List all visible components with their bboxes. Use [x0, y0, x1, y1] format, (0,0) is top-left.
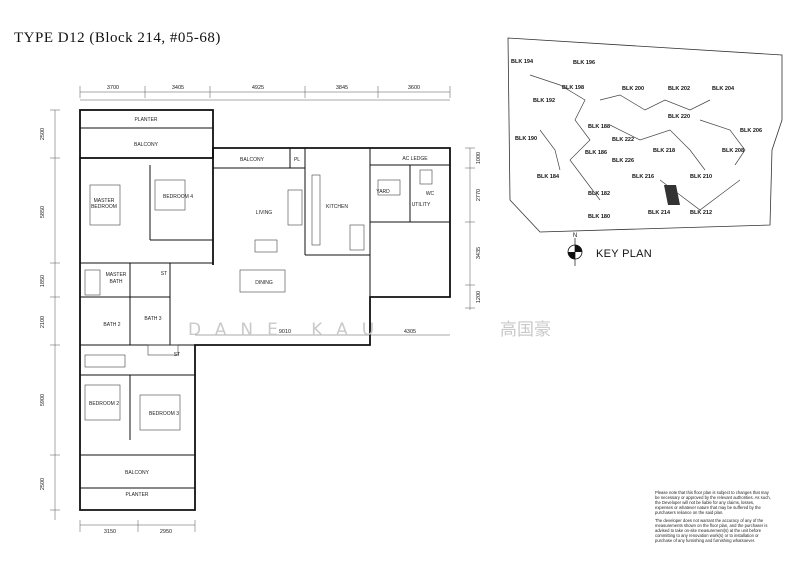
watermark-chinese: 高国豪 [500, 319, 551, 340]
label-master-bedroom-1: MASTER [94, 198, 115, 204]
label-bedroom-4: BEDROOM 4 [163, 194, 193, 200]
label-pl: PL [294, 157, 300, 163]
dim-right-1: 1000 [476, 152, 482, 164]
dim-left-1: 2500 [40, 128, 46, 140]
disclaimer-paragraph-2: The developer does not warrant the accur… [655, 518, 768, 543]
blk-label: BLK 202 [668, 86, 690, 92]
label-balcony-top: BALCONY [134, 142, 159, 148]
label-planter-top: PLANTER [134, 117, 157, 123]
disclaimer: Please note that this floor plan is subj… [655, 490, 773, 546]
blk-label: BLK 212 [690, 210, 712, 216]
label-kitchen: KITCHEN [326, 204, 348, 210]
blk-label: BLK 222 [612, 137, 634, 143]
label-ac-ledge: AC LEDGE [402, 156, 428, 162]
blk-label: BLK 208 [722, 148, 744, 154]
label-master-bath-1: MASTER [106, 272, 127, 278]
label-bedroom-2: BEDROOM 2 [89, 401, 119, 407]
north-label: N [573, 233, 577, 239]
blk-label: BLK 182 [588, 191, 610, 197]
label-balcony-bottom: BALCONY [125, 470, 150, 476]
dim-left-6: 2500 [40, 478, 46, 490]
blk-label: BLK 204 [712, 86, 735, 92]
blk-label: BLK 226 [612, 158, 634, 164]
dim-middle-2: 4305 [404, 329, 416, 335]
disclaimer-paragraph-1: Please note that this floor plan is subj… [655, 490, 771, 515]
dim-top-2: 3405 [172, 85, 184, 91]
blk-label: BLK 198 [562, 85, 584, 91]
key-plan-map [507, 37, 783, 233]
dim-top-4: 3845 [336, 85, 348, 91]
dim-middle-1: 9010 [279, 329, 291, 335]
watermark-latin: DANE KAU [188, 320, 388, 340]
dim-left-4: 2100 [40, 316, 46, 328]
label-master-bath-2: BATH [110, 279, 123, 285]
blk-label: BLK 220 [668, 114, 690, 120]
blk-label: BLK 192 [533, 98, 555, 104]
label-bath-3: BATH 3 [144, 316, 161, 322]
dim-top-1: 3700 [107, 85, 119, 91]
blk-label: BLK 216 [632, 174, 654, 180]
label-dining: DINING [255, 280, 273, 286]
bottom-dimension-lines [79, 520, 196, 532]
key-plan-block-labels: BLK 194 BLK 196 BLK 198 BLK 192 BLK 200 … [511, 59, 762, 220]
dim-left-5: 5900 [40, 394, 46, 406]
key-plan-label: KEY PLAN [596, 248, 653, 260]
furniture [84, 169, 433, 431]
dim-top-5: 3600 [408, 85, 420, 91]
blk-label: BLK 184 [537, 174, 560, 180]
plan-title: TYPE D12 (Block 214, #05-68) [14, 30, 221, 46]
dim-left-3: 1850 [40, 275, 46, 287]
top-dimension-lines [79, 86, 451, 101]
label-master-bedroom-2: BEDROOM [91, 204, 117, 210]
label-wc: WC [426, 191, 435, 197]
label-bedroom-3: BEDROOM 3 [149, 411, 179, 417]
dim-right-4: 1200 [476, 291, 482, 303]
dim-left-2: 5850 [40, 206, 46, 218]
label-st-2: ST [174, 352, 180, 358]
left-dimension-lines [50, 109, 60, 520]
blk-label: BLK 214 [648, 210, 671, 216]
exterior-walls [79, 109, 451, 511]
dim-right-2: 2770 [476, 189, 482, 201]
right-dimension-lines [465, 147, 475, 310]
dim-bottom-1: 3150 [104, 529, 116, 535]
dim-top-3: 4925 [252, 85, 264, 91]
blk-label: BLK 180 [588, 214, 610, 220]
blk-label: BLK 206 [740, 128, 762, 134]
blk-label: BLK 210 [690, 174, 712, 180]
label-planter-bottom: PLANTER [125, 492, 148, 498]
label-yard: YARD [376, 189, 390, 195]
dim-right-3: 3435 [476, 247, 482, 259]
label-balcony-mid: BALCONY [240, 157, 265, 163]
blk-label: BLK 218 [653, 148, 675, 154]
label-utility: UTILITY [412, 202, 431, 208]
blk-label: BLK 188 [588, 124, 610, 130]
label-st-1: ST [161, 271, 167, 277]
dim-bottom-2: 2950 [160, 529, 172, 535]
blk-label: BLK 190 [515, 136, 537, 142]
label-bath-2: BATH 2 [103, 322, 120, 328]
blk-label: BLK 196 [573, 60, 595, 66]
north-arrow-icon [567, 238, 583, 266]
blk-label: BLK 186 [585, 150, 607, 156]
blk-label: BLK 194 [511, 59, 534, 65]
label-living: LIVING [256, 210, 273, 216]
blk-label: BLK 200 [622, 86, 644, 92]
highlighted-block-marker [664, 185, 680, 205]
